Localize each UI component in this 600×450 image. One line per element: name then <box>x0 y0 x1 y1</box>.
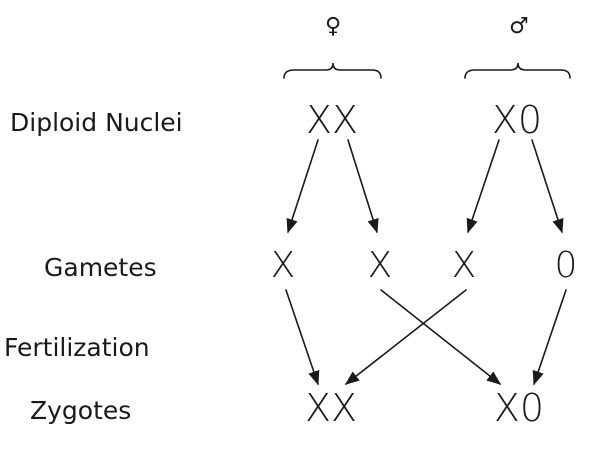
label-gametes: Gametes <box>44 253 157 282</box>
male-symbol: ♂ <box>509 14 529 39</box>
arrow-gamete-1-to-zygote-xx <box>285 289 320 386</box>
label-fertilization: Fertilization <box>4 333 150 362</box>
arrow-gamete-3-to-zygote-xx <box>344 289 467 385</box>
label-diploid-nuclei: Diploid Nuclei <box>10 108 183 137</box>
zygote-male: X0 <box>493 386 545 430</box>
female-brace <box>283 62 382 79</box>
gamete-female-2: X <box>367 245 393 286</box>
arrow-gamete-4-to-zygote-x0 <box>532 289 567 386</box>
male-diploid-nucleus: X0 <box>491 98 543 142</box>
female-diploid-nucleus: XX <box>305 98 359 142</box>
male-brace <box>464 62 571 79</box>
arrow-gamete-2-to-zygote-x0 <box>380 289 502 385</box>
arrow-male-to-gamete-1 <box>466 139 500 234</box>
gamete-female-1: X <box>270 245 296 286</box>
gamete-male-2: 0 <box>554 245 578 286</box>
arrow-male-to-gamete-2 <box>531 139 564 234</box>
female-symbol: ♀ <box>324 14 342 39</box>
arrow-female-to-gamete-2 <box>347 139 379 234</box>
label-zygotes: Zygotes <box>30 396 132 425</box>
gamete-male-1: X <box>451 245 477 286</box>
zygote-female: XX <box>304 386 358 430</box>
arrow-female-to-gamete-1 <box>286 139 319 234</box>
